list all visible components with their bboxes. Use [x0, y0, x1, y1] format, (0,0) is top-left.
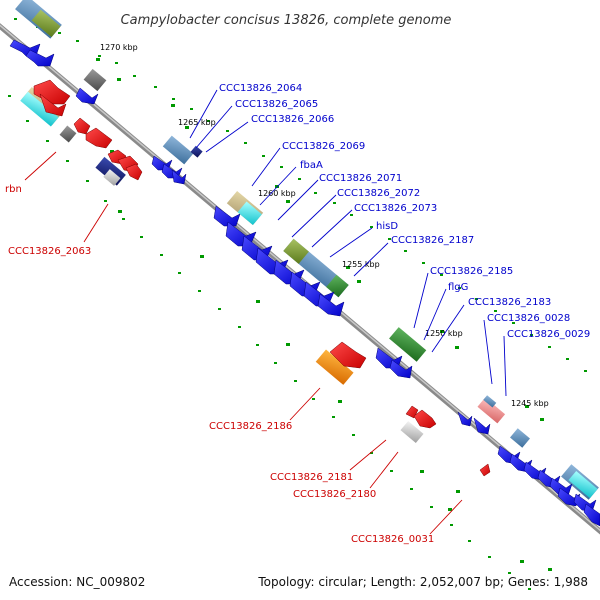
gene-green-flgG [389, 327, 427, 362]
gene-label: flgG [448, 282, 468, 293]
gene-label: CCC13826_0031 [351, 534, 434, 545]
cds-arrow [583, 503, 600, 527]
gene-label: CCC13826_2069 [282, 141, 365, 152]
gene-label: CCC13826_0028 [487, 313, 570, 324]
tick-label-1265: 1265 kbp [178, 118, 216, 127]
gene-label: hisD [376, 221, 398, 232]
gene-grey-1 [83, 68, 107, 92]
gene-label: CCC13826_0029 [507, 329, 590, 340]
leader-lines-upper [189, 89, 507, 397]
gene-pink-2183 [477, 395, 506, 424]
leader-lines-lower [24, 151, 463, 535]
gene-label: CCC13826_2071 [319, 173, 402, 184]
cds-arrow-rev [85, 127, 113, 149]
tick-label-1255: 1255 kbp [342, 260, 380, 269]
cds-arrow [389, 359, 413, 379]
gene-block-2071-2073 [283, 238, 349, 298]
gene-grey-2 [59, 125, 77, 143]
genes-upper [9, 0, 600, 527]
gene-tan-cyan-2069 [226, 190, 264, 226]
tick-label-1250: 1250 kbp [425, 329, 463, 338]
topology-text: Topology: circular; Length: 2,052,007 bp… [257, 575, 588, 589]
tick-row-inner [8, 95, 531, 590]
map-title: Campylobacter concisus 13826, complete g… [121, 13, 452, 28]
gene-orange-2186 [315, 349, 354, 385]
gene-label: CCC13826_2073 [354, 203, 437, 214]
gene-label: CCC13826_2180 [293, 489, 376, 500]
gene-label: CCC13826_2072 [337, 188, 420, 199]
tick-row-outer [14, 18, 587, 372]
gene-cyan-rbn [20, 87, 63, 127]
gene-navy-2063 [95, 156, 126, 186]
gene-steel-0028 [510, 428, 530, 448]
cds-arrow [213, 205, 241, 227]
gene-small-2066 [190, 145, 203, 158]
gene-label: CCC13826_2064 [219, 83, 302, 94]
gene-block-topleft [15, 0, 62, 39]
cds-arrow-rev [73, 117, 91, 135]
cds-arrow-rev [329, 341, 367, 369]
cds-arrow-rev [413, 409, 437, 429]
cds-arrow [25, 49, 55, 67]
gene-label: CCC13826_2185 [430, 266, 513, 277]
cds-arrow [171, 169, 187, 185]
tick-label-1270: 1270 kbp [100, 43, 138, 52]
gene-label: rbn [5, 184, 22, 195]
cds-arrow [457, 411, 473, 427]
kbp-labels: 1270 kbp 1265 kbp 1260 kbp 1255 kbp 1250… [100, 43, 549, 408]
gene-label: CCC13826_2186 [209, 421, 292, 432]
gene-label: CCC13826_2066 [251, 114, 334, 125]
gene-label: CCC13826_2183 [468, 297, 551, 308]
gene-label: CCC13826_2181 [270, 472, 353, 483]
cds-arrow [75, 87, 99, 105]
cds-arrow-rev [479, 463, 491, 477]
gene-silver-2180 [400, 420, 424, 444]
tick-label-1260: 1260 kbp [258, 189, 296, 198]
genes-lower [20, 79, 491, 477]
gene-labels-upper: CCC13826_2064 CCC13826_2065 CCC13826_206… [219, 83, 590, 340]
cds-arrow-rev [125, 163, 143, 181]
gene-cyan-0029 [561, 464, 599, 500]
gene-label: CCC13826_2187 [391, 235, 474, 246]
scale-ticks [8, 18, 587, 590]
gene-label: fbaA [300, 160, 323, 171]
cds-arrow-rev [39, 93, 67, 117]
gene-steel-2064 [162, 135, 194, 165]
tick-label-1245: 1245 kbp [511, 399, 549, 408]
gene-label: CCC13826_2065 [235, 99, 318, 110]
reverse-cds-arrows [33, 79, 491, 477]
gene-labels-lower: rbn CCC13826_2063 CCC13826_2186 CCC13826… [5, 184, 434, 545]
accession-text: Accession: NC_009802 [9, 575, 145, 589]
cds-arrow [317, 293, 345, 317]
gene-label: CCC13826_2063 [8, 246, 91, 257]
cds-arrow [473, 417, 491, 435]
forward-cds-arrows [9, 39, 600, 527]
